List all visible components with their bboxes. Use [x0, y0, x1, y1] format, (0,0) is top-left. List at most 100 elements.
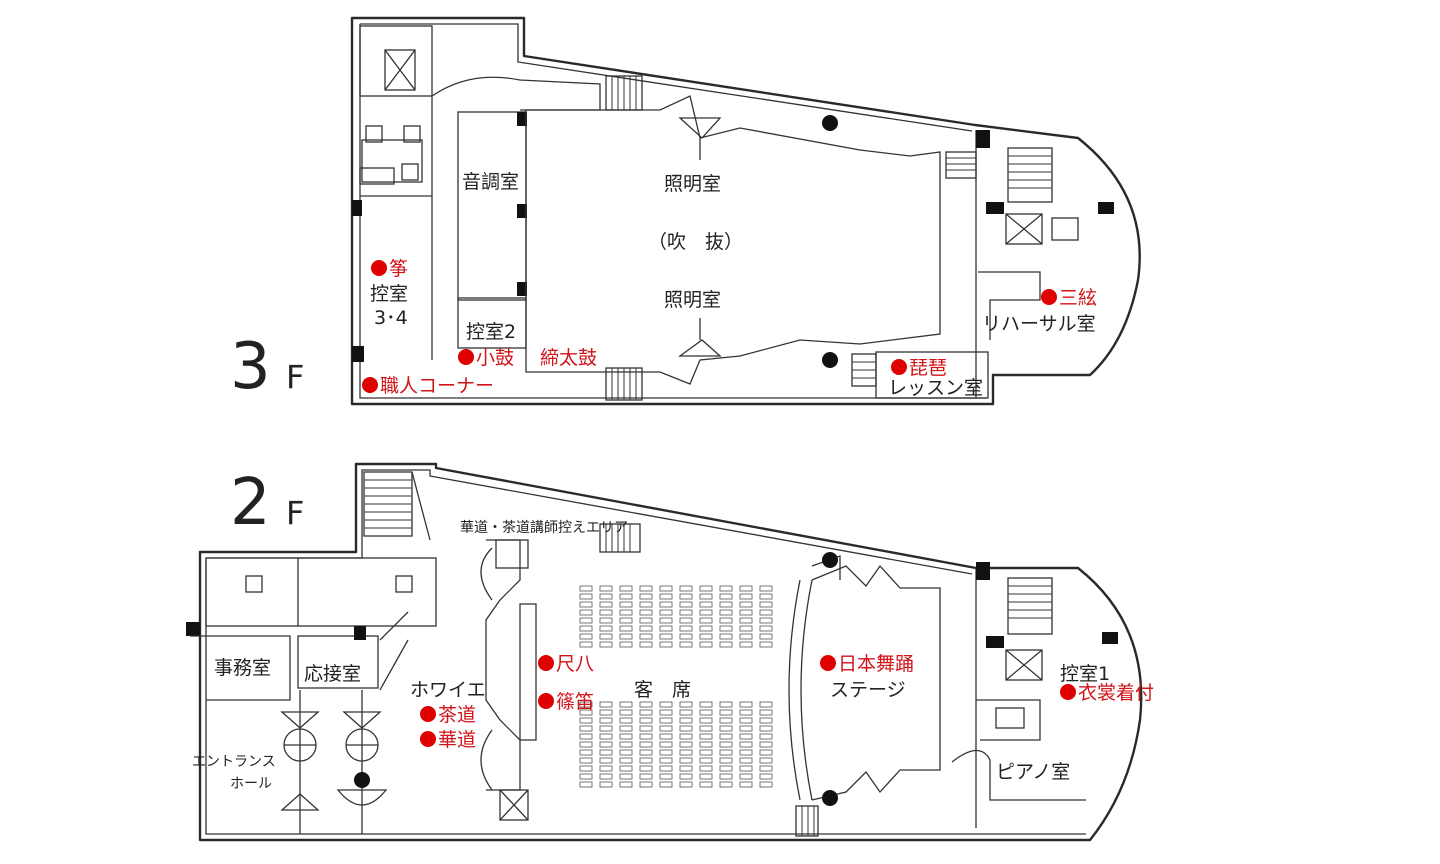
- seat: [619, 765, 633, 772]
- seat: [759, 593, 773, 600]
- seat: [739, 781, 753, 788]
- seat: [599, 625, 613, 632]
- floor-3f-outline: [350, 16, 1141, 406]
- room-onchoshitsu: 音調室: [462, 171, 519, 193]
- seat: [699, 781, 713, 788]
- seat: [659, 709, 673, 716]
- marker-dot-biwa: [891, 359, 907, 375]
- seat: [679, 617, 693, 624]
- seat: [619, 601, 633, 608]
- column-3f-b: [822, 352, 838, 368]
- seat: [619, 741, 633, 748]
- seat: [619, 733, 633, 740]
- seat: [639, 585, 653, 592]
- marker-ishokitsuke: 衣裳着付: [1078, 682, 1154, 704]
- seat: [579, 585, 593, 592]
- seat: [579, 601, 593, 608]
- stair-2f-right: [1007, 577, 1053, 635]
- seat: [579, 617, 593, 624]
- seat: [579, 741, 593, 748]
- seat: [739, 641, 753, 648]
- seat: [659, 749, 673, 756]
- seat: [719, 717, 733, 724]
- seat: [619, 585, 633, 592]
- seat: [759, 765, 773, 772]
- seat: [699, 641, 713, 648]
- seat: [659, 733, 673, 740]
- marker-biwa: 琵琶: [909, 357, 947, 379]
- seat: [679, 733, 693, 740]
- seat: [679, 609, 693, 616]
- marker-shimedaiko: 締太鼓: [540, 347, 597, 369]
- column-3f-a: [822, 115, 838, 131]
- seat: [699, 625, 713, 632]
- room-kado-area: 華道・茶道講師控えエリア: [460, 520, 628, 536]
- seat: [599, 585, 613, 592]
- seat: [679, 773, 693, 780]
- stage-outline: [800, 579, 813, 801]
- seat: [719, 601, 733, 608]
- seat: [639, 749, 653, 756]
- seat: [679, 725, 693, 732]
- seat: [619, 609, 633, 616]
- seat: [599, 749, 613, 756]
- seat: [719, 749, 733, 756]
- seat: [599, 781, 613, 788]
- seat: [579, 765, 593, 772]
- seat: [759, 741, 773, 748]
- seat: [739, 741, 753, 748]
- audience-seats: [579, 585, 773, 788]
- seat: [759, 585, 773, 592]
- seat: [679, 593, 693, 600]
- seat: [699, 601, 713, 608]
- seat: [739, 749, 753, 756]
- seat: [679, 633, 693, 640]
- seat: [719, 733, 733, 740]
- seat: [699, 617, 713, 624]
- room-hoyer: ホワイエ: [410, 679, 486, 701]
- seat: [639, 593, 653, 600]
- marker-nihonbuyo: 日本舞踊: [838, 653, 914, 675]
- room-osetsushitsu: 応接室: [304, 663, 361, 685]
- marker-dot-sado: [420, 706, 436, 722]
- room-kyakuseki: 客 席: [634, 679, 691, 701]
- marker-shokunin: 職人コーナー: [380, 375, 494, 397]
- seat: [739, 733, 753, 740]
- room-hikaeshitsu2: 控室2: [466, 321, 516, 343]
- seat: [579, 625, 593, 632]
- seat: [759, 781, 773, 788]
- seat: [699, 585, 713, 592]
- seat: [759, 709, 773, 716]
- seat: [619, 717, 633, 724]
- seat: [739, 765, 753, 772]
- seat: [719, 617, 733, 624]
- seat: [739, 601, 753, 608]
- seat: [579, 609, 593, 616]
- seat: [619, 749, 633, 756]
- seat: [639, 781, 653, 788]
- marker-dot-shakuhachi: [538, 655, 554, 671]
- seat: [659, 585, 673, 592]
- seat: [579, 633, 593, 640]
- seat: [739, 757, 753, 764]
- seat: [739, 701, 753, 708]
- marker-kotsuzumi: 小鼓: [476, 347, 514, 369]
- seat: [679, 641, 693, 648]
- seat: [659, 725, 673, 732]
- seat: [639, 633, 653, 640]
- seat: [659, 757, 673, 764]
- seat: [699, 593, 713, 600]
- room-rehearsal: リハーサル室: [982, 313, 1096, 335]
- seat: [739, 625, 753, 632]
- seat: [579, 757, 593, 764]
- seat: [679, 717, 693, 724]
- seat: [679, 701, 693, 708]
- floor-2f-outline: [198, 462, 1143, 842]
- stair-3f-top: [605, 75, 643, 111]
- seat: [719, 609, 733, 616]
- seat: [659, 617, 673, 624]
- seat: [719, 585, 733, 592]
- seat: [599, 757, 613, 764]
- seat: [739, 633, 753, 640]
- marker-dot-sangen: [1041, 289, 1057, 305]
